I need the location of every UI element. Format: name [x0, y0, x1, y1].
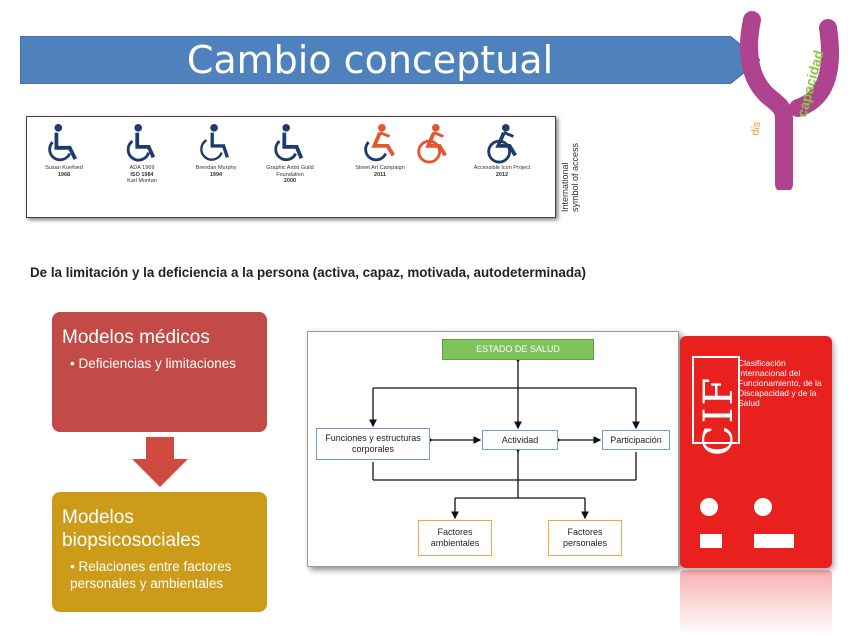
biopsychosocial-models-title: Modelos biopsicosociales [62, 507, 201, 551]
cif-book-cover: CIF Clasificación Internacional del Func… [680, 336, 832, 568]
medical-models-title: Modelos médicos [62, 327, 210, 348]
icf-diagram: ESTADO DE SALUD Funciones y estructuras … [307, 331, 679, 567]
diagram-connectors [369, 355, 640, 520]
wheelchair-icon [417, 124, 447, 164]
body-functions-node: Funciones y estructuras corporales [316, 428, 430, 460]
wheelchair-icon [200, 124, 229, 161]
biopsychosocial-models-bullet: • Relaciones entre factores personales y… [70, 559, 232, 591]
who-emblem-icon [700, 498, 718, 516]
wheelchair-icon [126, 124, 156, 162]
publisher-logo [754, 534, 794, 548]
wheelchair-icon [274, 124, 304, 162]
isa-label: International symbol of access [560, 142, 580, 212]
environmental-factors-node: Factores ambientales [418, 520, 492, 556]
medical-models-box: Modelos médicos • Deficiencias y limitac… [52, 312, 267, 432]
health-status-node: ESTADO DE SALUD [442, 339, 594, 360]
wheelchair-icon [364, 124, 395, 162]
wheelchair-icon [487, 124, 517, 164]
cif-book-reflection [680, 570, 832, 636]
discapacidad-logo: capacidad dis [740, 11, 840, 190]
personal-factors-node: Factores personales [548, 520, 622, 556]
icon-item [399, 123, 465, 165]
participation-node: Participación [602, 430, 670, 450]
org-emblem-icon [754, 498, 772, 516]
down-arrow-icon [132, 437, 188, 487]
wheelchair-icon [48, 124, 78, 162]
medical-models-bullet: • Deficiencias y limitaciones [70, 356, 237, 371]
cif-logo: CIF [692, 356, 742, 456]
logo-prefix-text: dis [749, 120, 763, 136]
spain-emblem-icon [700, 534, 722, 548]
biopsychosocial-models-box: Modelos biopsicosociales • Relaciones en… [52, 492, 267, 612]
cif-title: Clasificación Internacional del Funciona… [738, 358, 822, 408]
activity-node: Actividad [482, 430, 558, 450]
page-title: Cambio conceptual [186, 38, 554, 82]
subtitle: De la limitación y la deficiencia a la p… [30, 265, 586, 280]
